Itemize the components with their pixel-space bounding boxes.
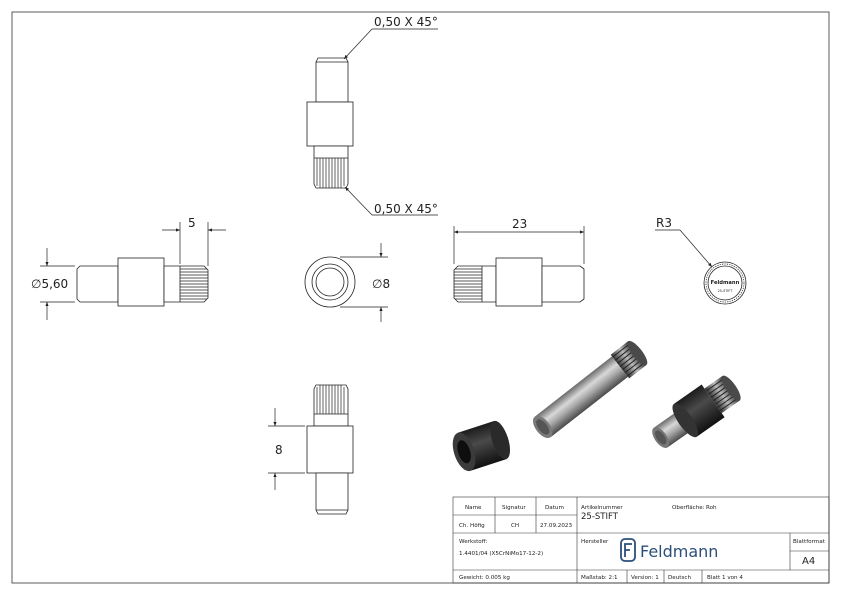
tb-weight: Gewicht: 0.005 kg: [459, 575, 510, 581]
end-logo-subtext: 25-STIFT: [718, 289, 734, 293]
knurl-inner-circle: [707, 265, 743, 301]
tb-surface-value: Roh: [706, 505, 717, 511]
tb-name-value: Ch. Höfig: [459, 523, 485, 529]
right-pin-shaft: [541, 265, 585, 303]
tb-article-label: Artikelnummer: [581, 505, 623, 511]
right-view: [453, 257, 585, 307]
tb-material-value: 1.4401/04 (X5CrNiMo17-12-2): [459, 551, 543, 557]
tb-date-header: Datum: [545, 505, 564, 511]
sheet-border: [11, 11, 830, 584]
feldmann-logo: Feldmann: [620, 538, 718, 562]
knurl-end-view: Feldmann 25-STIFT: [703, 261, 747, 305]
left-view: [76, 257, 209, 307]
left-sleeve: [117, 257, 165, 307]
total-length-label: 23: [512, 217, 527, 231]
knurl-length-label: 5: [188, 216, 196, 230]
tb-surface-label: Oberfläche:: [672, 505, 705, 511]
tb-language: Deutsch: [668, 575, 691, 581]
tb-date-value: 27.09.2023: [540, 523, 572, 529]
left-pin-shaft: [76, 265, 119, 303]
sleeve-length-dimension: 8: [268, 408, 305, 490]
tb-format-label: Blattformat: [793, 539, 826, 545]
knurl-length-dimension: 5: [162, 216, 226, 266]
tb-version: Version: 1: [631, 575, 659, 581]
top-knurl-ridges: [316, 158, 345, 188]
end-logo-text: Feldmann: [711, 280, 740, 286]
radius-label: R3: [656, 216, 672, 230]
tb-sheet: Blatt 1 von 4: [707, 575, 743, 581]
tb-manufacturer-label: Hersteller: [581, 539, 609, 545]
bottom-sleeve: [306, 425, 354, 474]
tb-material-label: Werkstoff:: [459, 539, 488, 545]
sleeve-diameter-label: ∅8: [372, 277, 390, 291]
chamfer-top-label: 0,50 X 45°: [374, 15, 438, 29]
tb-name-header: Name: [465, 505, 482, 511]
top-pin-shaft: [315, 57, 349, 103]
left-knurl-ridges: [180, 268, 208, 300]
sleeve-inner-circle: [315, 267, 345, 297]
right-knurl-ridges: [454, 268, 482, 300]
feldmann-logo-icon: [620, 538, 636, 562]
top-view: [306, 57, 354, 189]
total-length-dimension: 23: [453, 217, 585, 264]
pin-diameter-label: ∅5,60: [31, 277, 68, 291]
bottom-knurl: [313, 384, 349, 427]
knurl-teeth-circle: [705, 263, 745, 303]
tb-scale: Maßstab: 2:1: [581, 575, 618, 581]
sleeve-length-label: 8: [275, 443, 283, 457]
right-sleeve: [495, 257, 543, 307]
pin-diameter-dimension: ∅5,60: [31, 248, 75, 320]
tb-signature-header: Signatur: [502, 505, 526, 511]
feldmann-brand-text: Feldmann: [640, 542, 718, 561]
bottom-pin-shaft: [315, 472, 349, 515]
radius-leader: R3: [655, 216, 713, 268]
bottom-knurl-ridges: [316, 385, 345, 414]
sleeve-diameter-dimension: ∅8: [340, 243, 390, 322]
render-sleeve: [452, 420, 511, 472]
center-end-view: [304, 256, 356, 308]
tb-format-value: A4: [802, 556, 815, 567]
top-chamfer-leader: 0,50 X 45°: [343, 15, 438, 60]
render-long-pin: [532, 340, 648, 439]
bottom-view: [306, 384, 354, 515]
title-block: [452, 496, 830, 584]
top-sleeve: [306, 101, 354, 147]
top-knurl: [313, 145, 349, 189]
render-assembled-pin: [652, 375, 741, 448]
chamfer-bottom-label: 0,50 X 45°: [374, 202, 438, 216]
bottom-chamfer-leader: 0,50 X 45°: [344, 186, 438, 216]
tb-signature-value: CH: [511, 523, 519, 529]
tb-article-value: 25-STIFT: [581, 512, 619, 522]
